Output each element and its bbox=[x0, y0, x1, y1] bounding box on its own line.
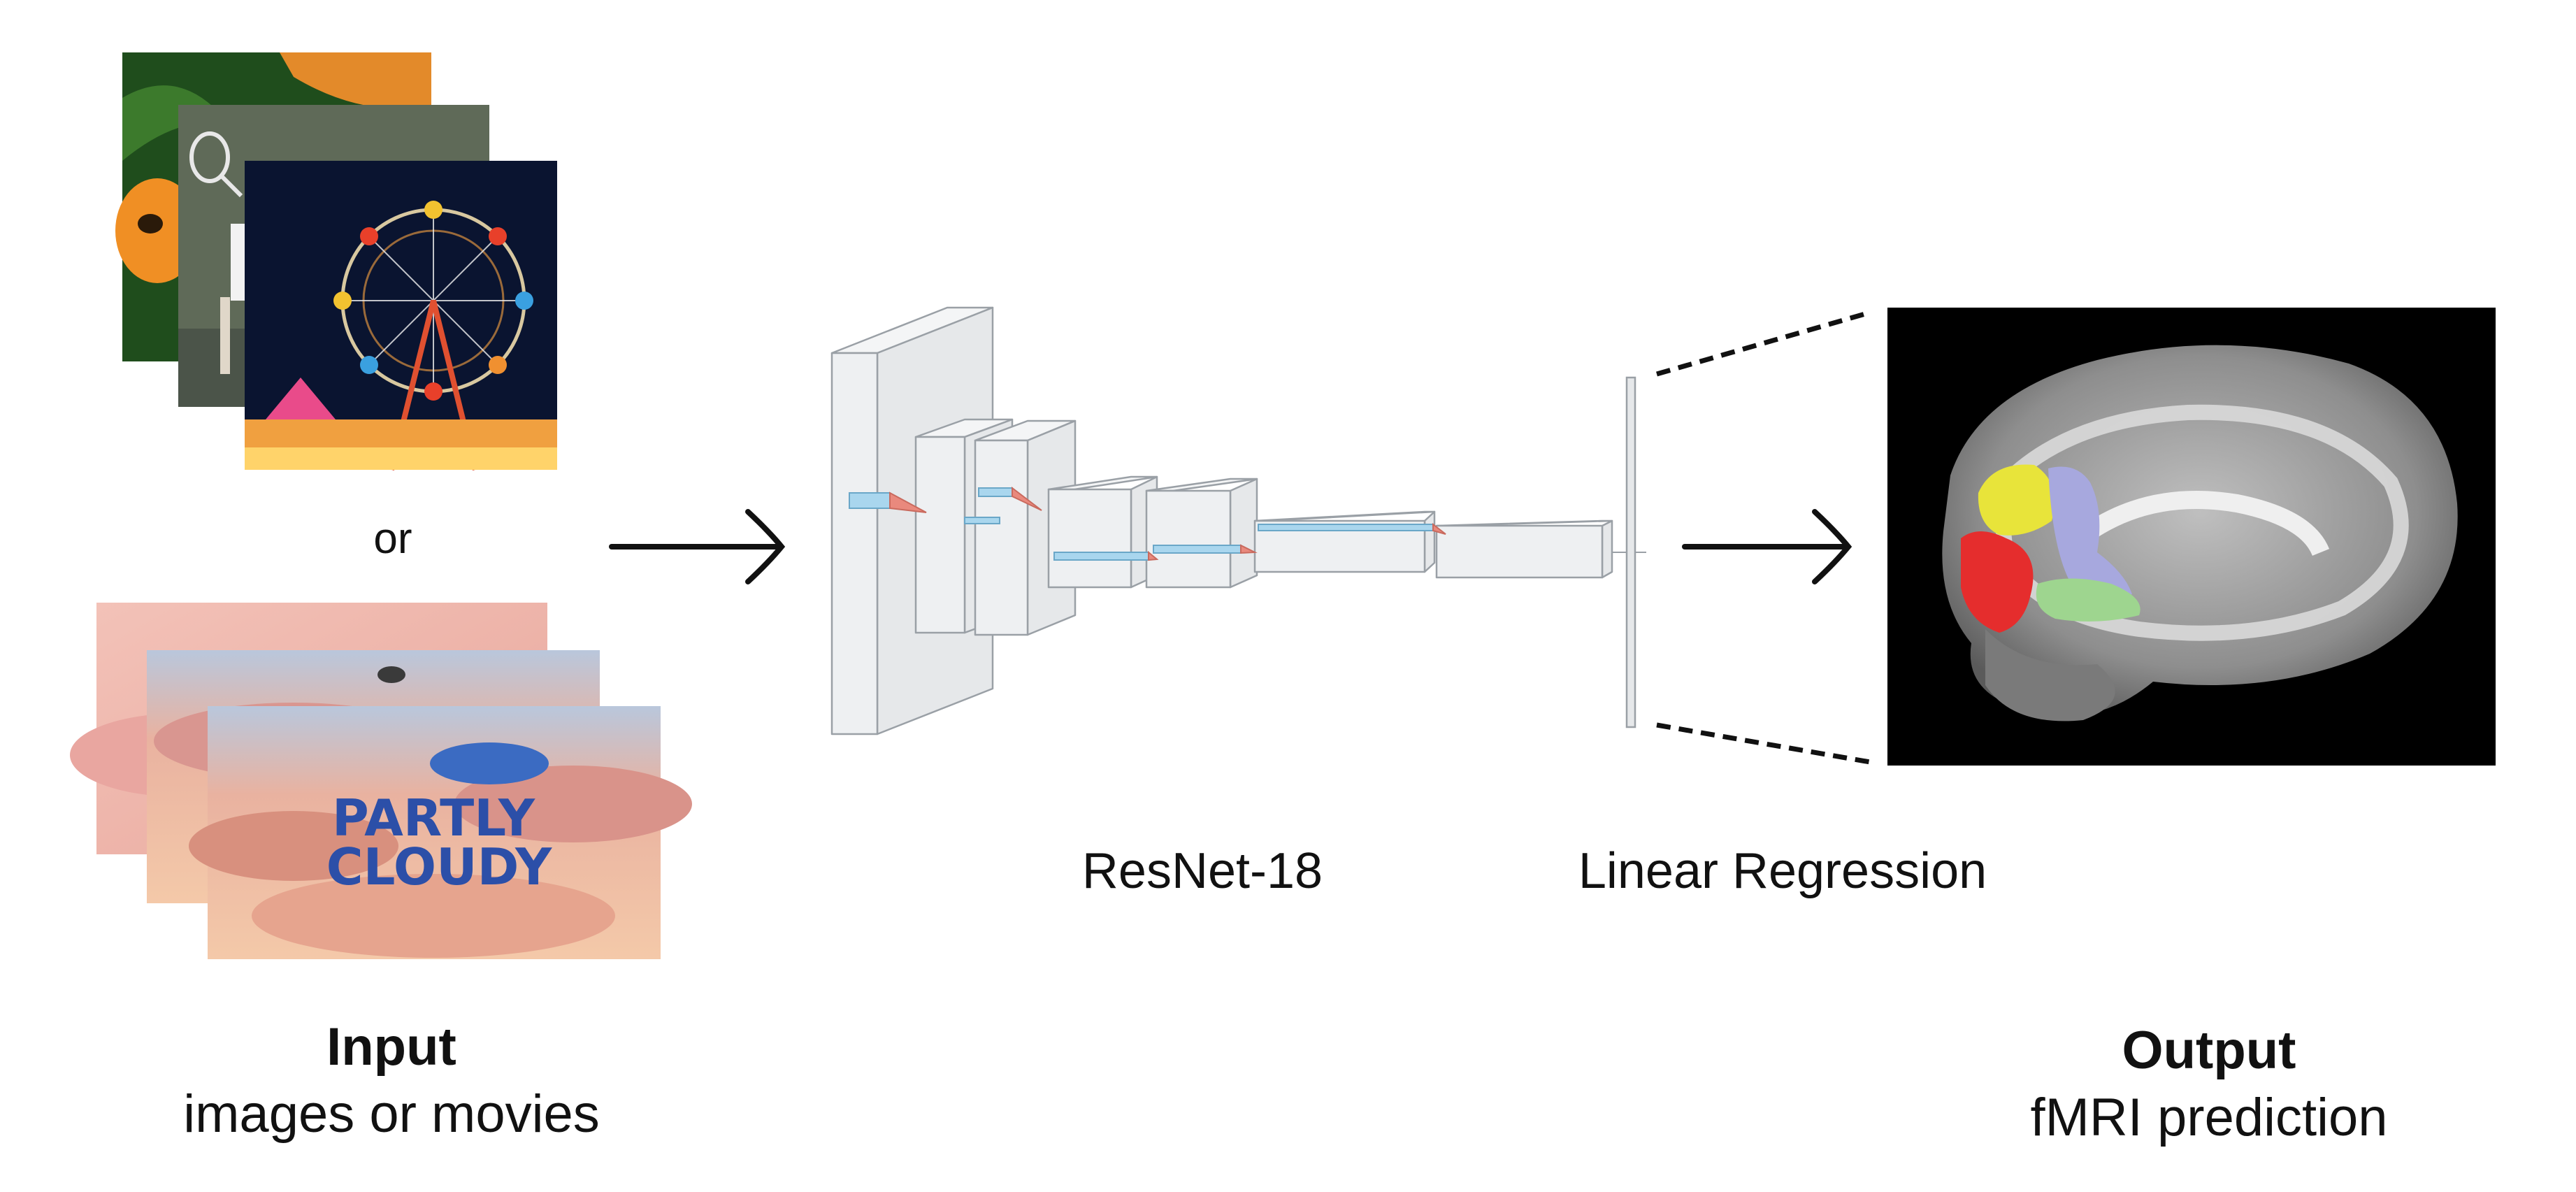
regression-layer bbox=[1612, 376, 1646, 728]
input-arrow bbox=[609, 509, 786, 584]
brain-fmri-image bbox=[1887, 308, 2496, 766]
region-red bbox=[1961, 531, 2034, 633]
zoom-dashed-lines bbox=[1656, 310, 1871, 765]
linear-regression-label: Linear Regression bbox=[1578, 843, 1987, 899]
resnet-layers bbox=[830, 306, 1613, 735]
conv-layer-6 bbox=[1253, 510, 1436, 573]
input-title: Input bbox=[326, 1017, 456, 1077]
image-stack bbox=[115, 52, 557, 471]
conv-layer-4 bbox=[1047, 475, 1158, 589]
input-caption: Input images or movies bbox=[105, 1014, 678, 1148]
conv-layer-7 bbox=[1435, 519, 1613, 579]
ferris-wheel-image bbox=[245, 161, 557, 471]
output-title: Output bbox=[2122, 1021, 2296, 1080]
region-yellow bbox=[1978, 464, 2055, 536]
output-arrow bbox=[1682, 509, 1852, 584]
movie-title-line-1: PARTLY bbox=[332, 789, 535, 847]
output-subtitle: fMRI prediction bbox=[2030, 1088, 2388, 1147]
movie-frame-3: PARTLY CLOUDY bbox=[189, 706, 692, 959]
kernel-markers bbox=[849, 486, 1446, 561]
region-green bbox=[2036, 578, 2140, 622]
output-caption: Output fMRI prediction bbox=[1943, 1017, 2475, 1151]
resnet-label: ResNet-18 bbox=[1081, 843, 1323, 899]
movie-frame-stack: PARTLY CLOUDY bbox=[70, 603, 692, 959]
movie-title-line-2: CLOUDY bbox=[326, 838, 552, 896]
or-separator: or bbox=[373, 515, 412, 563]
conv-layer-5 bbox=[1145, 477, 1258, 589]
input-subtitle: images or movies bbox=[183, 1084, 600, 1144]
region-lavender bbox=[2048, 466, 2132, 596]
